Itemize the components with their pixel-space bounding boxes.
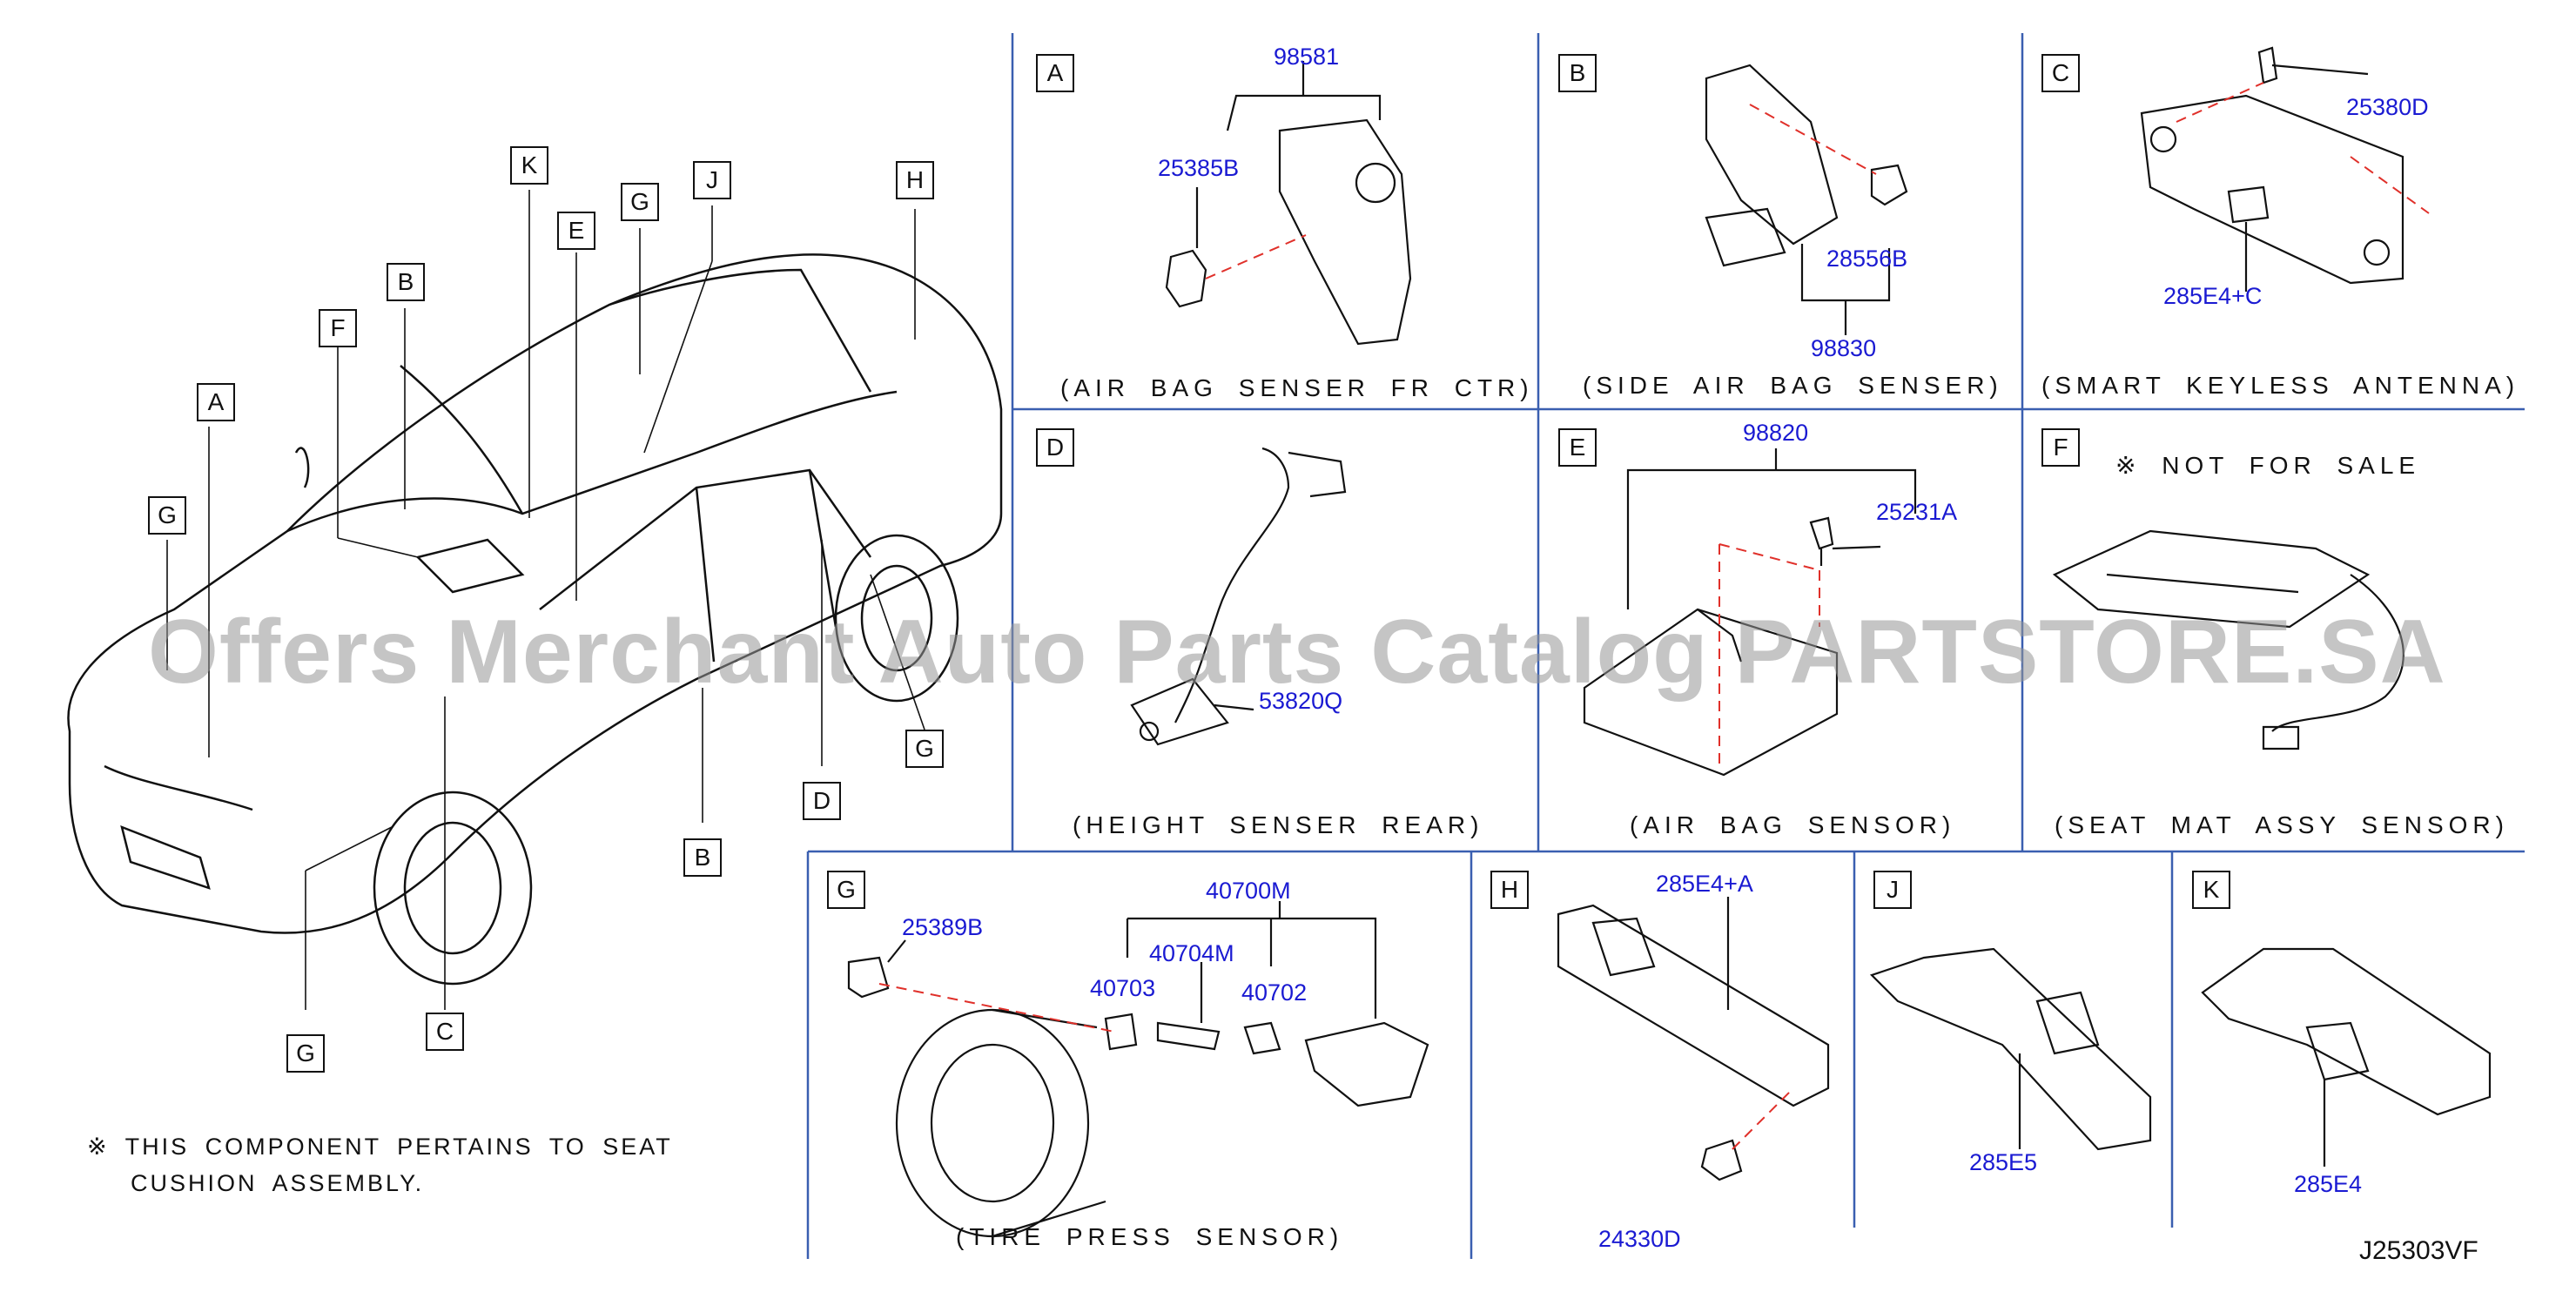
callout-b-side: B [683, 838, 722, 877]
callout-h: H [896, 161, 934, 199]
part-number-285e4[interactable]: 285E4 [2294, 1171, 2363, 1197]
panel-j-letter: J [1873, 871, 1912, 909]
callout-e: E [557, 212, 595, 250]
caption-side-air-bag-senser: (SIDE AIR BAG SENSER) [1583, 372, 2003, 399]
panel-b-letter: B [1558, 54, 1597, 92]
part-art-f [2052, 529, 2404, 750]
panel-f-letter: F [2041, 428, 2080, 467]
panel-grid [806, 33, 2525, 1259]
panel-h-letter: H [1490, 871, 1529, 909]
part-number-25231a[interactable]: 25231A [1876, 499, 1958, 525]
caption-air-bag-senser-fr-ctr: (AIR BAG SENSER FR CTR) [1060, 374, 1534, 401]
part-art-e [1583, 448, 1917, 777]
diagram-code: J25303VF [2359, 1236, 2478, 1265]
part-art-g [847, 901, 1429, 1238]
panel-d-letter: D [1036, 428, 1074, 467]
part-number-25385b[interactable]: 25385B [1158, 155, 1240, 181]
panel-e-letter: E [1558, 428, 1597, 467]
part-art-b [1705, 64, 1908, 335]
part-number-53820q[interactable]: 53820Q [1259, 688, 1343, 714]
panel-c-letter: C [2041, 54, 2080, 92]
caption-air-bag-sensor: (AIR BAG SENSOR) [1630, 811, 1956, 838]
panel-g-letter: G [827, 871, 865, 909]
caption-height-senser-rear: (HEIGHT SENSER REAR) [1073, 811, 1484, 838]
callout-g-front: G [148, 496, 186, 535]
part-art-d [1130, 447, 1347, 746]
callout-f: F [319, 309, 357, 347]
part-number-28556b[interactable]: 28556B [1826, 246, 1908, 272]
part-number-285e4c[interactable]: 285E4+C [2163, 283, 2263, 309]
callout-a: A [197, 383, 235, 421]
part-number-40700m[interactable]: 40700M [1206, 878, 1291, 904]
part-number-98830[interactable]: 98830 [1811, 335, 1877, 361]
part-art-h [1557, 897, 1830, 1181]
callout-g-roof: G [621, 183, 659, 221]
callout-c: C [426, 1013, 464, 1051]
part-number-285e4a[interactable]: 285E4+A [1656, 871, 1753, 897]
part-art-c [2140, 46, 2404, 292]
part-number-98820[interactable]: 98820 [1743, 420, 1809, 446]
callout-g-wheel: G [286, 1034, 325, 1073]
callout-b-pillar: B [387, 263, 425, 301]
part-art-a [1165, 61, 1412, 346]
part-art-k [2201, 947, 2492, 1167]
part-number-285e5[interactable]: 285E5 [1969, 1149, 2038, 1175]
part-number-40703[interactable]: 40703 [1090, 975, 1156, 1001]
part-number-25389b[interactable]: 25389B [902, 914, 984, 940]
caption-tire-press-sensor: (TIRE PRESS SENSOR) [956, 1223, 1344, 1250]
callout-d: D [803, 782, 841, 820]
part-number-40704m[interactable]: 40704M [1149, 940, 1234, 966]
part-number-98581[interactable]: 98581 [1274, 44, 1340, 70]
panel-k-letter: K [2192, 871, 2230, 909]
callout-leaders [166, 190, 925, 1010]
callout-g-rear: G [905, 730, 944, 768]
not-for-sale-note: ※ NOT FOR SALE [2115, 452, 2421, 479]
part-number-24330d[interactable]: 24330D [1598, 1226, 1681, 1252]
vehicle-outline [67, 253, 1003, 986]
leader-dash-e [1718, 543, 1820, 766]
callout-j: J [693, 161, 731, 199]
caption-seat-mat-assy-sensor: (SEAT MAT ASSY SENSOR) [2055, 811, 2509, 838]
part-art-j [1869, 947, 2152, 1151]
footnote-line-1: ※ THIS COMPONENT PERTAINS TO SEAT [87, 1134, 673, 1160]
part-number-40702[interactable]: 40702 [1241, 979, 1308, 1006]
panel-a-letter: A [1036, 54, 1074, 92]
footnote-line-2: CUSHION ASSEMBLY. [131, 1170, 425, 1196]
caption-smart-keyless-antenna: (SMART KEYLESS ANTENNA) [2041, 372, 2520, 399]
part-number-25380d[interactable]: 25380D [2346, 94, 2429, 120]
callout-k: K [510, 146, 548, 185]
